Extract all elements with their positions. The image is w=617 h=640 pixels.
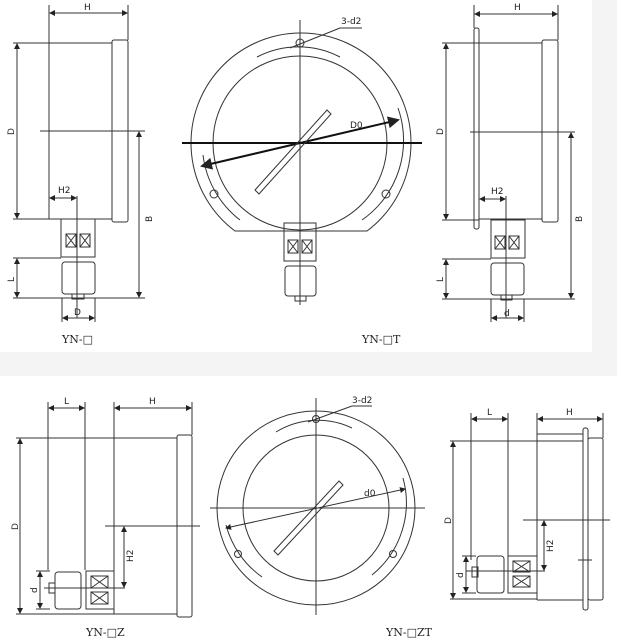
dim-h-label: H: [566, 408, 573, 418]
view-yn-t-front: D0 3-d2 YN-□T: [182, 17, 422, 346]
caption-yn-zt: YN-□ZT: [385, 626, 433, 639]
dim-h-label: H: [84, 3, 91, 13]
dim-l-label: L: [64, 397, 69, 407]
dim-thread-label: d: [504, 309, 510, 319]
dim-b-label: B: [575, 216, 585, 222]
dim-d-label: D: [436, 128, 446, 135]
dim-thread-label: d: [456, 572, 466, 578]
view-yn-zt-side: H L D H2 d: [444, 408, 610, 611]
caption-yn: YN-□: [61, 333, 93, 346]
view-yn-z: H L D H2 d YN-□Z: [11, 397, 200, 639]
holes-label: 3-d2: [341, 17, 361, 27]
dim-b-label: B: [145, 216, 155, 222]
dim-h-label: H: [514, 3, 521, 13]
dim-d-label: D: [444, 517, 454, 524]
view-yn-zt-front: d0 3-d2 YN-□ZT: [210, 396, 433, 639]
dim-d0-label: d0: [364, 489, 376, 499]
top-drawing-panel: [0, 0, 592, 352]
dim-d0-label: D0: [350, 121, 363, 131]
dim-h2-label: H2: [58, 186, 71, 196]
dim-l-label: L: [7, 277, 17, 282]
dim-l-label: L: [487, 408, 492, 418]
dim-d-label: D: [7, 128, 17, 135]
dim-h2-label: H2: [126, 550, 136, 563]
dim-l-label: L: [436, 277, 446, 282]
dim-thread-label: D: [74, 308, 81, 318]
dim-h2-label: H2: [491, 187, 504, 197]
dim-thread-label: d: [30, 587, 40, 593]
dim-d-label: D: [11, 523, 21, 530]
caption-yn-t: YN-□T: [361, 333, 401, 346]
caption-yn-z: YN-□Z: [85, 626, 125, 639]
dim-h-label: H: [149, 397, 156, 407]
view-yn-t-side: H D B H2 L d: [436, 3, 585, 322]
holes-label: 3-d2: [352, 396, 372, 406]
view-yn-side: H D B H2 L D YN-□: [7, 3, 155, 346]
dim-h2-label: H2: [546, 540, 556, 553]
